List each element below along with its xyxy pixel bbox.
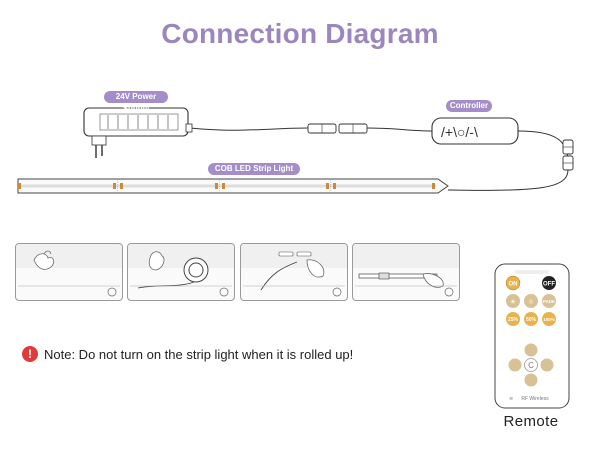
remote-25-button [506, 312, 520, 326]
remote-control: ON OFF ☀ ☼ FADE 25% 50% 100% C ≋ RF Wire… [494, 263, 570, 409]
remote-wireless-label: RF Wireless [521, 396, 549, 402]
controller-input-cable [366, 127, 434, 132]
svg-text:☼: ☼ [528, 298, 534, 306]
controller-label: Controller [446, 100, 492, 112]
step-connect-wires [240, 243, 348, 301]
remote-100-button [542, 312, 556, 326]
power-supply [83, 107, 193, 158]
remote-wireless-icon: ≋ [509, 396, 513, 402]
strip-connector [562, 139, 574, 171]
svg-text:/+\○/-\: /+\○/-\ [441, 124, 478, 140]
hand-press-icon [306, 259, 325, 278]
remote-up-button [524, 343, 538, 357]
remote-fade-label: FADE [543, 299, 555, 304]
remote-center-button [524, 358, 538, 372]
remote-left-button [508, 358, 522, 372]
warning-note: ! Note: Do not turn on the strip light w… [22, 344, 353, 364]
dc-connector [307, 123, 368, 134]
remote-50-button [524, 312, 538, 326]
remote-right-button [540, 358, 554, 372]
hand-wipe-icon [33, 253, 55, 270]
hand-mount-icon [422, 273, 444, 288]
remote-brightness-up-button [506, 294, 520, 308]
remote-brightness-down-button [524, 294, 538, 308]
step-one-number [107, 287, 117, 297]
power-supply-label: 24V Power Supply [104, 91, 168, 113]
remote-label: Remote [503, 413, 559, 430]
warning-text: Note: Do not turn on the strip light whe… [44, 346, 354, 362]
remote-fade-button [542, 294, 556, 308]
warning-icon: ! [22, 346, 38, 362]
controller-output-cable [517, 130, 569, 163]
cob-led-strip [17, 178, 449, 194]
remote-on-label: ON [509, 282, 518, 288]
strip-feed-cable [447, 169, 569, 191]
remote-off-label: OFF [543, 282, 555, 288]
step-peel-backing [127, 243, 235, 301]
remote-25-label: 25% [508, 317, 519, 323]
svg-text:☀: ☀ [510, 298, 516, 306]
page-title: Connection Diagram [161, 18, 439, 49]
step-clean-surface [15, 243, 123, 301]
remote-50-label: 50% [526, 317, 537, 323]
remote-off-button [542, 276, 556, 290]
strip-label: COB LED Strip Light [208, 163, 300, 175]
remote-center-label: C [528, 361, 534, 370]
hand-peel-icon [148, 251, 165, 271]
remote-on-button [505, 275, 521, 291]
controller: /+\○/-\ [431, 117, 519, 145]
power-cable [189, 127, 309, 131]
remote-down-button [524, 373, 538, 387]
step-mount-strip [352, 243, 460, 301]
remote-100-label: 100% [543, 317, 555, 322]
